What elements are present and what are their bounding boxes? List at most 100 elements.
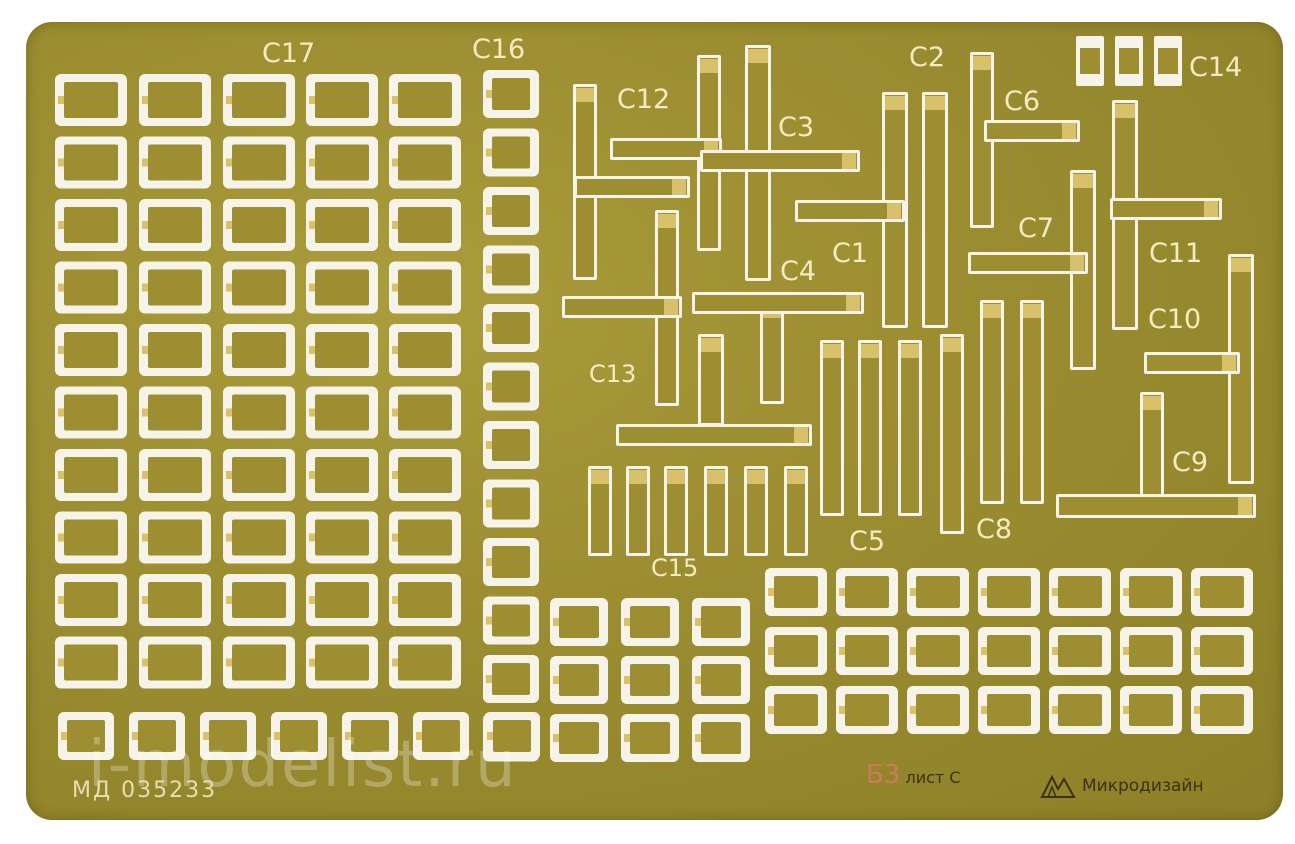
etched-strip-tab	[842, 153, 856, 169]
c16-part-window	[492, 546, 530, 578]
etched-strip-inner	[629, 469, 647, 553]
c16-part-tab	[486, 265, 492, 274]
etched-strip-tab	[700, 59, 718, 73]
brand-name: Микродизайн	[1082, 776, 1204, 796]
etched-strip-tab	[943, 338, 961, 352]
c16-part-window	[492, 253, 530, 286]
etched-strip-inner	[983, 303, 1001, 501]
c16-part-tab	[486, 382, 492, 391]
sheet-number: Б3	[866, 760, 901, 790]
label-c2: C2	[909, 42, 946, 73]
c15-square-part-window	[701, 606, 741, 638]
etched-strip-tab	[1222, 355, 1236, 371]
c5-square-part-tab	[1194, 588, 1200, 596]
label-c3: C3	[778, 112, 815, 143]
bottom-row-part-window	[138, 720, 176, 752]
c5-square-part-window	[1129, 694, 1173, 726]
c17-part-tab	[226, 96, 232, 104]
c17-part-window	[148, 394, 202, 431]
bottom-row-part-tab	[487, 732, 493, 740]
c14-part-inner	[1119, 48, 1139, 74]
c16-part-tab	[486, 207, 492, 215]
bottom-row-part-window	[493, 720, 531, 752]
c17-part-tab	[142, 596, 148, 604]
etched-strip-inner	[925, 95, 945, 325]
c17-part-tab	[309, 596, 315, 604]
etched-strip-inner	[861, 343, 879, 513]
c17-part-tab	[142, 471, 148, 479]
etched-strip-tab	[748, 49, 768, 63]
c17-part-window	[398, 519, 452, 556]
c16-part-window	[492, 195, 530, 227]
etched-strip-tab	[667, 470, 685, 484]
c17-part-tab	[58, 408, 64, 417]
c14-part-inner	[1158, 48, 1178, 74]
etched-strip-tab	[887, 203, 901, 219]
c17-part-tab	[392, 471, 398, 479]
label-c7: C7	[1018, 213, 1055, 244]
etched-strip-inner	[1059, 497, 1253, 515]
c5-square-part-tab	[1194, 706, 1200, 714]
c17-part-window	[232, 269, 286, 306]
c15-square-part-window	[630, 664, 670, 696]
c17-part-tab	[392, 221, 398, 229]
c17-part-tab	[142, 283, 148, 292]
c5-square-part-window	[845, 635, 889, 667]
c17-part-window	[398, 582, 452, 618]
etched-strip-inner	[1143, 395, 1161, 511]
etched-strip-tab	[794, 427, 808, 443]
watermark-text: i-modelist.ru	[88, 728, 518, 802]
c15-square-part-tab	[624, 618, 630, 626]
bottom-row-part-tab	[61, 732, 67, 740]
bottom-row-part-window	[280, 720, 318, 752]
c17-part-tab	[392, 596, 398, 604]
c5-square-part-tab	[1052, 706, 1058, 714]
c17-part-tab	[142, 346, 148, 354]
label-c12: C12	[617, 84, 671, 115]
c17-part-tab	[392, 283, 398, 292]
c15-square-part-tab	[624, 676, 630, 684]
c17-part-tab	[392, 533, 398, 542]
c5-square-part-tab	[981, 706, 987, 714]
c17-part-window	[64, 457, 118, 493]
c17-part-window	[148, 82, 202, 118]
c17-part-tab	[58, 158, 64, 167]
c15-square-part-tab	[695, 618, 701, 626]
c16-part-window	[492, 663, 530, 695]
etched-strip-tab	[707, 470, 725, 484]
etched-strip-tab	[658, 214, 676, 228]
etched-strip-tab	[1073, 174, 1093, 188]
c17-part-tab	[142, 533, 148, 542]
c16-part-window	[492, 487, 530, 520]
c17-part-tab	[226, 408, 232, 417]
c15-square-part-tab	[695, 676, 701, 684]
c5-square-part-tab	[1123, 588, 1129, 596]
bottom-row-part-window	[351, 720, 389, 752]
c5-square-part-window	[845, 576, 889, 608]
c17-part-window	[148, 519, 202, 556]
c15-square-part-tab	[553, 676, 559, 684]
etched-strip-inner	[1147, 355, 1237, 371]
c5-square-part-window	[916, 576, 960, 608]
c15-square-part-window	[630, 722, 670, 754]
etched-strip-tab	[701, 338, 721, 352]
c17-part-tab	[226, 158, 232, 167]
c17-part-window	[398, 269, 452, 306]
c17-part-tab	[392, 346, 398, 354]
c5-square-part-tab	[910, 647, 916, 655]
c17-part-tab	[309, 408, 315, 417]
etched-strip-tab	[787, 470, 805, 484]
etched-strip-tab	[885, 96, 905, 110]
etched-strip-tab	[1115, 104, 1135, 118]
c16-part-window	[492, 370, 530, 403]
c5-square-part-window	[916, 694, 960, 726]
c17-part-tab	[58, 658, 64, 667]
etched-strip-inner	[565, 299, 679, 315]
c5-square-part-tab	[910, 588, 916, 596]
c17-part-window	[64, 644, 118, 681]
c17-part-window	[232, 457, 286, 493]
label-c11: C11	[1149, 238, 1203, 269]
c15-square-part-window	[559, 664, 599, 696]
c17-part-tab	[392, 96, 398, 104]
